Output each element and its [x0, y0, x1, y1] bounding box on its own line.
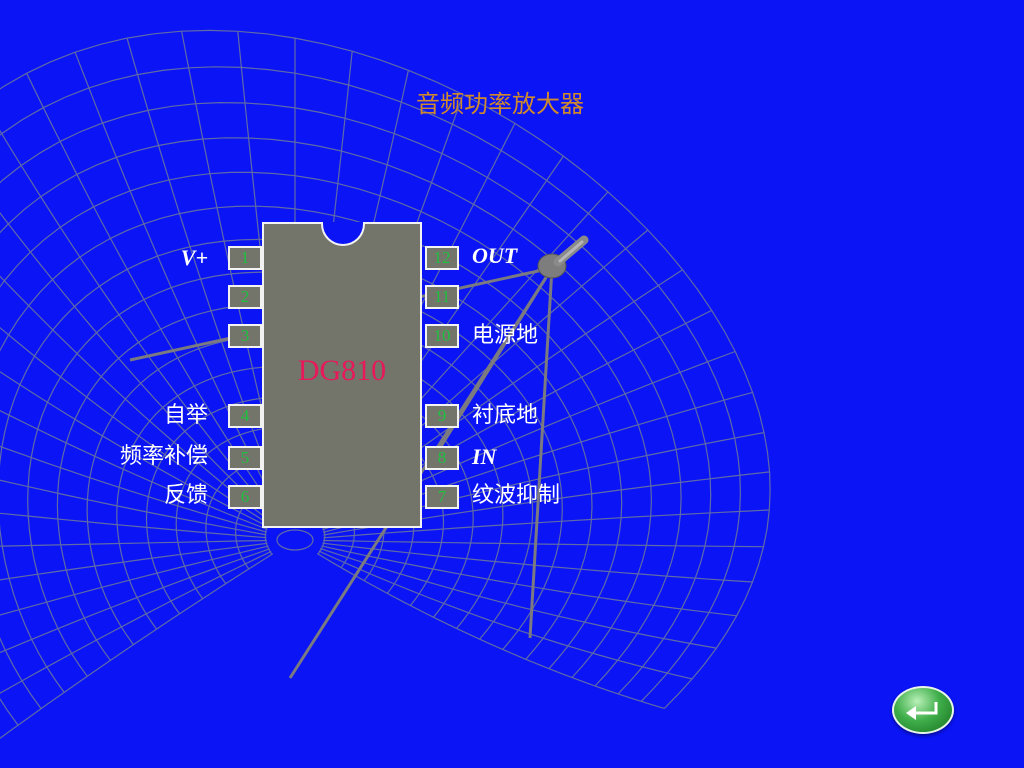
pin-9-label: 衬底地 — [472, 403, 539, 428]
pin-1: 1 — [228, 246, 262, 270]
pin-4-label: 自举 — [163, 403, 208, 428]
return-button[interactable] — [892, 686, 954, 734]
pin-3: 3 — [228, 324, 262, 348]
pin-6-label: 反馈 — [163, 483, 208, 508]
pin-7-label: 纹波抑制 — [472, 483, 561, 508]
chip-name: DG810 — [297, 354, 387, 387]
pin-5: 5 — [228, 446, 262, 470]
pin-8: 8 — [425, 446, 459, 470]
dish-feed-horn — [537, 235, 589, 279]
pin-5-label: 频率补偿 — [119, 444, 208, 469]
pin-8-label: IN — [472, 444, 497, 469]
ic-chip-body: DG810 — [262, 222, 422, 528]
pin-10-label: 电源地 — [472, 323, 539, 348]
pin-9: 9 — [425, 404, 459, 428]
pin-11: 11 — [425, 285, 459, 309]
pin-12: 12 — [425, 246, 459, 270]
slide-title: 音频功率放大器 — [416, 90, 584, 118]
return-arrow-icon — [906, 702, 938, 720]
pin-4: 4 — [228, 404, 262, 428]
pin-10: 10 — [425, 324, 459, 348]
chip-notch — [321, 222, 365, 246]
pin-6: 6 — [228, 485, 262, 509]
pin-1-label: V+ — [180, 245, 208, 270]
pin-2: 2 — [228, 285, 262, 309]
pin-7: 7 — [425, 485, 459, 509]
pin-12-label: OUT — [472, 243, 518, 268]
